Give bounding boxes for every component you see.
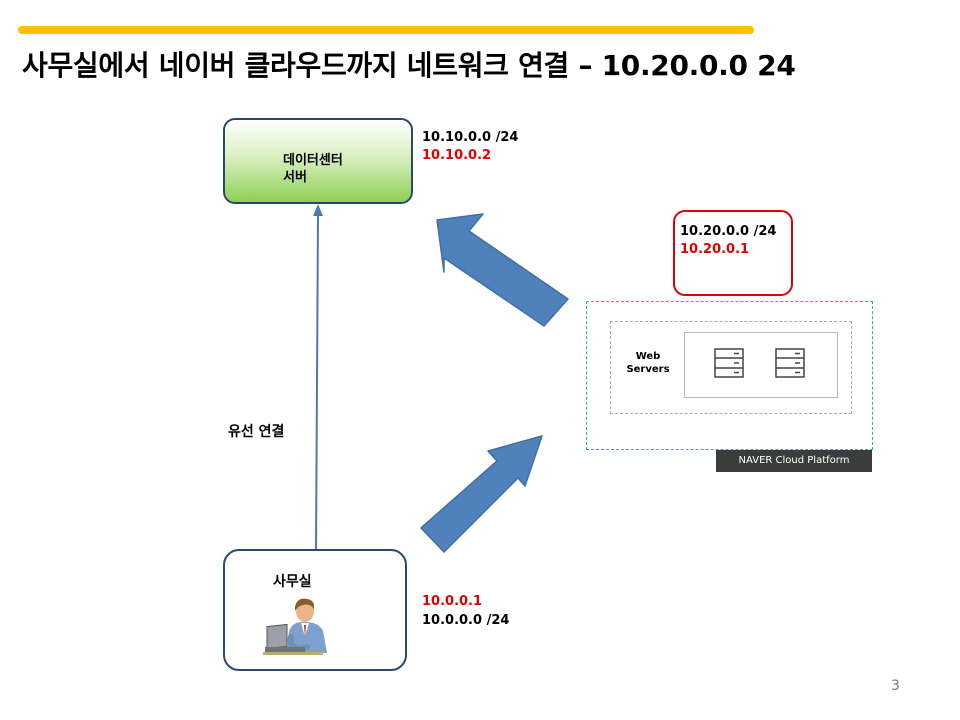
- page-number: 3: [891, 678, 900, 694]
- web-servers-label: Web Servers: [622, 350, 674, 376]
- datacenter-label-line2: 서버: [283, 170, 307, 185]
- office-to-cloud-arrow: [420, 435, 543, 553]
- cloud-gateway-ip: 10.20.0.1: [680, 242, 750, 257]
- office-label: 사무실: [273, 574, 312, 590]
- web-servers-box: [684, 332, 838, 398]
- cloud-network: 10.20.0.0 /24: [680, 224, 777, 239]
- office-network: 10.0.0.0 /24: [422, 613, 510, 628]
- office-gateway-ip: 10.0.0.1: [422, 594, 483, 609]
- cloud-to-datacenter-arrow: [436, 213, 569, 327]
- accent-bar: [18, 26, 754, 34]
- cloud-network-box: 10.20.0.0 /24 10.20.0.1: [673, 210, 793, 296]
- slide-title: 사무실에서 네이버 클라우드까지 네트워크 연결 – 10.20.0.0 24: [22, 49, 796, 82]
- datacenter-label-line1: 데이터센터: [283, 153, 343, 168]
- naver-cloud-region: [586, 301, 873, 450]
- datacenter-server-box: 데이터센터 서버: [223, 118, 413, 204]
- web-servers-label-line2: Servers: [626, 364, 670, 375]
- person-at-laptop-icon: [263, 598, 327, 655]
- wired-connection-arrowhead: [313, 204, 323, 216]
- datacenter-label: 데이터센터 서버: [283, 152, 343, 186]
- web-servers-group: [610, 321, 852, 414]
- web-servers-label-line1: Web: [635, 351, 661, 362]
- server-icon: [714, 348, 744, 378]
- office-box: 사무실: [223, 549, 407, 671]
- datacenter-network: 10.10.0.0 /24: [422, 130, 519, 145]
- wired-connection-line: [315, 213, 319, 551]
- naver-cloud-platform-tag: NAVER Cloud Platform: [716, 450, 872, 472]
- wired-connection-label: 유선 연결: [228, 424, 285, 440]
- datacenter-gateway-ip: 10.10.0.2: [422, 148, 492, 163]
- server-icon: [775, 348, 805, 378]
